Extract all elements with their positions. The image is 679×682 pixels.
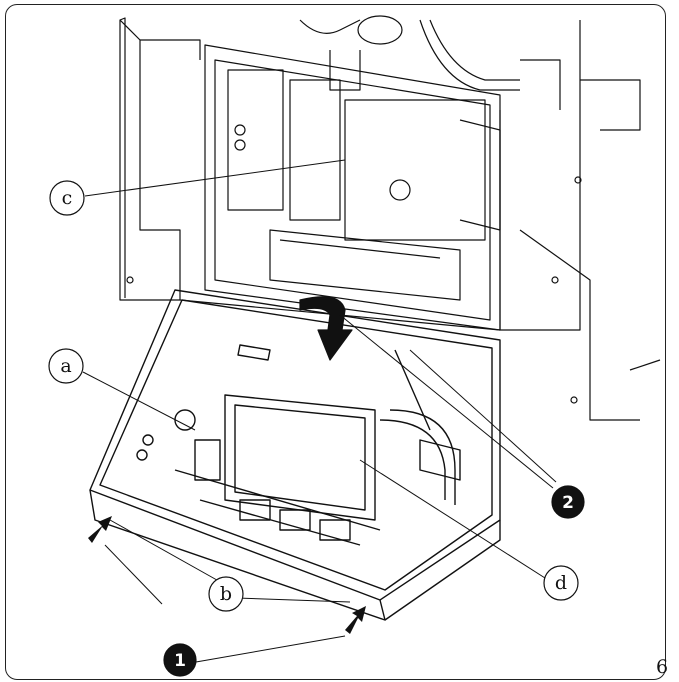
step-1-badge: 1 <box>163 643 197 677</box>
lower-electrical-box <box>89 289 501 621</box>
leader-lines <box>82 159 557 663</box>
callout-b: b <box>208 576 244 612</box>
step-2-label: 2 <box>562 493 574 513</box>
callout-c-label: c <box>62 187 73 209</box>
callout-d-label: d <box>555 572 567 594</box>
callout-a: a <box>48 348 84 384</box>
figure-frame <box>5 4 666 680</box>
boiler-casing <box>119 17 661 421</box>
callout-a-label: a <box>60 355 71 377</box>
rotation-arrow <box>299 296 353 361</box>
page-number: 6 <box>656 656 669 678</box>
pipes <box>299 15 520 91</box>
step-2-badge: 2 <box>551 485 585 519</box>
step-1-label: 1 <box>174 651 186 671</box>
upper-control-board <box>204 44 501 331</box>
callout-b-label: b <box>220 583 232 605</box>
callout-c: c <box>49 180 85 216</box>
push-arrows <box>88 516 366 634</box>
callout-d: d <box>543 565 579 601</box>
